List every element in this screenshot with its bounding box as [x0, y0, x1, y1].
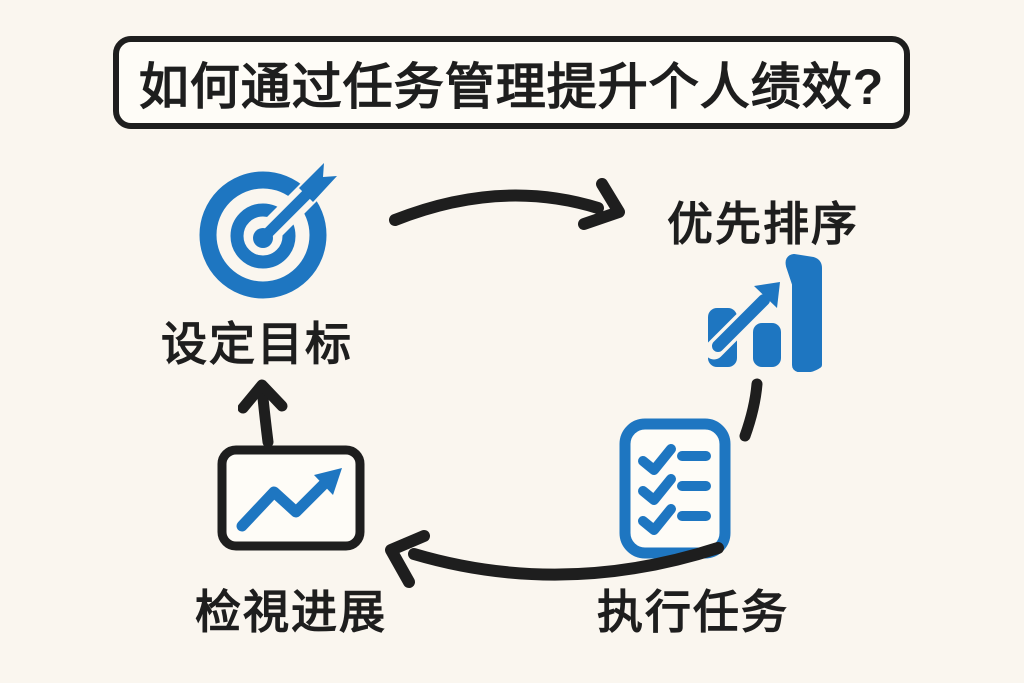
- arrow-set-goals-to-prioritize: [389, 178, 625, 230]
- step-label-set-goals: 设定目标: [161, 318, 353, 370]
- step-label-execute: 执行任务: [597, 586, 789, 638]
- arrow-execute-to-review: [385, 530, 724, 588]
- bar-chart-rising-arrow-icon: [704, 254, 822, 372]
- target-dart-icon: [199, 162, 345, 299]
- connector-prioritize-to-execute: [739, 378, 763, 442]
- checklist-icon: [619, 418, 731, 559]
- line-chart-board-icon: [217, 445, 365, 551]
- page-title: 如何通过任务管理提升个人绩效?: [138, 58, 885, 115]
- step-label-prioritize: 优先排序: [667, 198, 859, 250]
- title-box: 如何通过任务管理提升个人绩效?: [113, 36, 910, 129]
- arrow-review-to-set-goals: [238, 379, 288, 448]
- step-label-review: 检視进展: [195, 586, 387, 638]
